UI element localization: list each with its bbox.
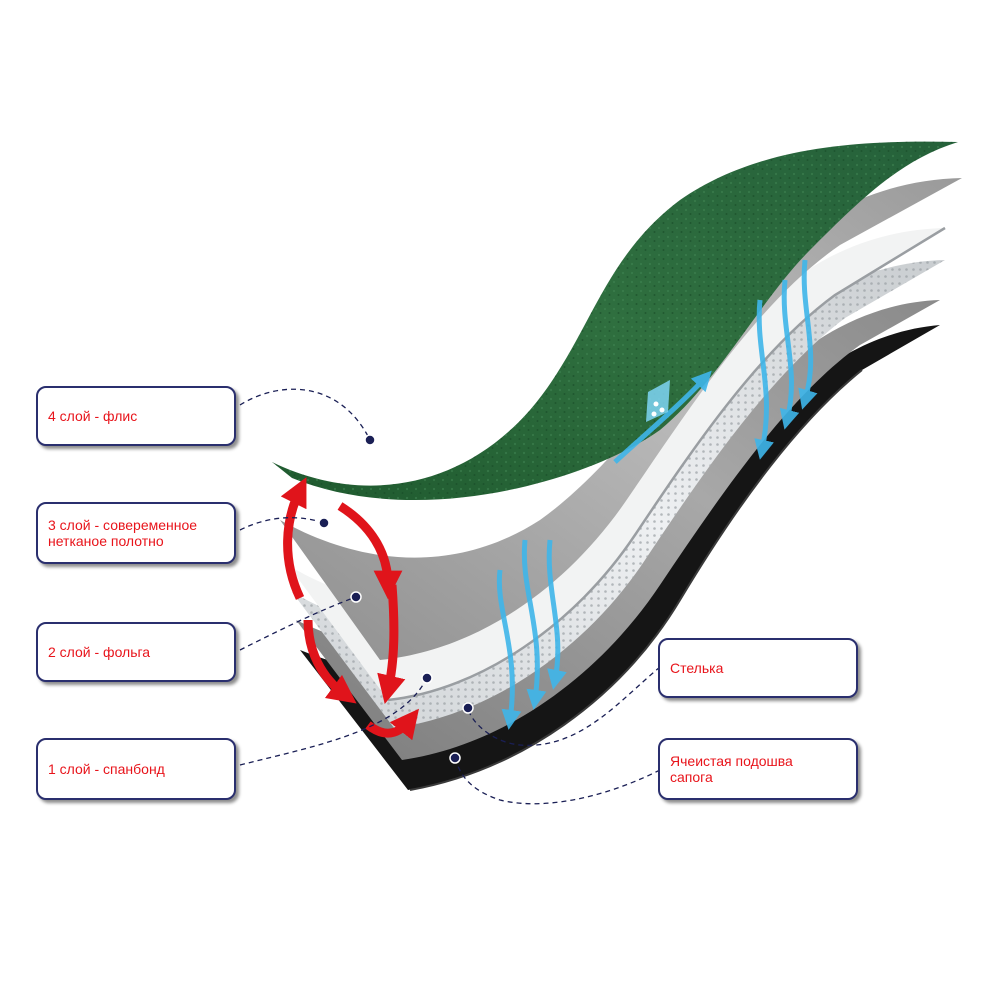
label-layer3-text-line2: нетканое полотно: [48, 533, 164, 549]
leader-line-spunbond: [239, 677, 428, 766]
foil-layer: [288, 226, 946, 702]
moisture-arrow: [798, 259, 818, 410]
label-sole-text-line2: сапога: [670, 769, 713, 785]
label-layer4-text: 4 слой - флис: [48, 408, 138, 424]
marker-dot-insole: [462, 702, 474, 714]
marker-dot-fleece: [364, 434, 376, 446]
moisture-arrow: [496, 569, 522, 730]
label-insole-text: Стелька: [670, 660, 724, 676]
label-layer2-text: 2 слой - фольга: [48, 644, 151, 660]
heat-arrow: [377, 584, 406, 705]
leader-line-insole: [467, 666, 661, 746]
marker-dot-foil: [350, 591, 362, 603]
heat-arrow: [365, 708, 420, 741]
marker-dots: [318, 434, 474, 764]
moisture-arrow: [613, 370, 712, 464]
moisture-arrows: [496, 259, 818, 730]
label-layer3-text-line1: 3 слой - совеременное: [48, 517, 198, 533]
marker-dot-nonwoven: [318, 517, 330, 529]
label-sole-text-line1: Ячеистая подошва: [670, 753, 793, 769]
moisture-arrow: [521, 539, 547, 710]
label-layer2-foil: 2 слой - фольга: [36, 622, 236, 682]
label-sole: Ячеистая подошва сапога: [658, 738, 858, 800]
marker-dot-spunbond: [421, 672, 433, 684]
leader-line-foil: [239, 596, 357, 651]
fleece-layer: [272, 141, 958, 501]
moisture-arrow: [546, 539, 567, 690]
leader-line-fleece: [239, 388, 371, 441]
heat-arrow: [303, 619, 357, 704]
insole-layer: [296, 300, 940, 760]
water-drop-icon: [646, 380, 670, 422]
heat-arrows: [280, 477, 420, 741]
moisture-arrow: [779, 279, 800, 430]
nonwoven-layer: [280, 178, 962, 660]
leader-line-nonwoven: [239, 517, 325, 531]
label-insole: Стелька: [658, 638, 858, 698]
leader-lines: [239, 388, 661, 805]
label-layer1-text: 1 слой - спанбонд: [48, 761, 165, 777]
label-layer4-fleece: 4 слой - флис: [36, 386, 236, 446]
leader-line-sole: [454, 757, 661, 805]
marker-dot-sole: [449, 752, 461, 764]
label-layer3-nonwoven: 3 слой - совеременное нетканое полотно: [36, 502, 236, 564]
label-layer1-spunbond: 1 слой - спанбонд: [36, 738, 236, 800]
moisture-arrow: [754, 299, 774, 460]
heat-arrow: [280, 477, 307, 600]
sole-layer: [300, 325, 940, 791]
heat-arrow: [337, 502, 403, 600]
